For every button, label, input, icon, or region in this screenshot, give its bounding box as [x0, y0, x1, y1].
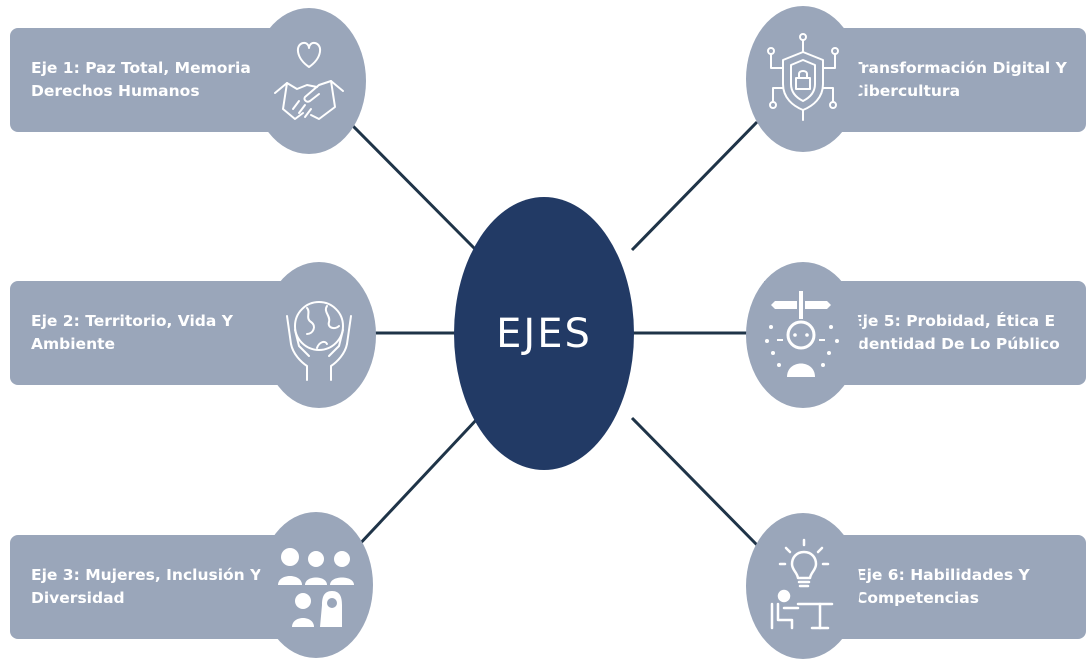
ethics-person-icon [765, 291, 839, 377]
connector-axis-4 [630, 120, 759, 252]
connector-axis-6 [630, 416, 760, 548]
axis-6-label: Eje 6: Habilidades Y Competencias [856, 566, 1030, 607]
center-node: EJES [454, 197, 634, 470]
axis-3-label: Eje 3: Mujeres, Inclusión Y Diversidad [31, 566, 262, 607]
axis-5-bubble [746, 262, 860, 408]
axis-3-bubble [259, 512, 373, 658]
axis-card-3: Eje 3: Mujeres, Inclusión Y Diversidad [10, 535, 310, 639]
axis-card-2: Eje 2: Territorio, Vida Y Ambiente [10, 281, 310, 385]
connector-axis-1 [350, 123, 480, 254]
axis-2-bubble [262, 262, 376, 408]
axis-4-label: Transformación Digital Y Cibercultura [852, 59, 1067, 100]
axis-1-label: Eje 1: Paz Total, Memoria Y Derechos Hum… [31, 59, 267, 100]
heart-handshake-icon [274, 41, 344, 120]
axis-1-bubble [252, 8, 366, 154]
cyber-security-icon [767, 33, 839, 121]
learning-idea-icon [770, 538, 834, 630]
center-label: EJES [496, 310, 592, 357]
axis-6-bubble [746, 513, 860, 659]
globe-hands-icon [286, 301, 352, 381]
axis-2-label: Eje 2: Territorio, Vida Y Ambiente [31, 312, 233, 353]
axis-4-bubble [746, 6, 860, 152]
axis-5-label: Eje 5: Probidad, Ética E Identidad De Lo… [852, 312, 1060, 353]
connector-axis-3 [354, 416, 480, 550]
diverse-people-icon [278, 548, 354, 627]
